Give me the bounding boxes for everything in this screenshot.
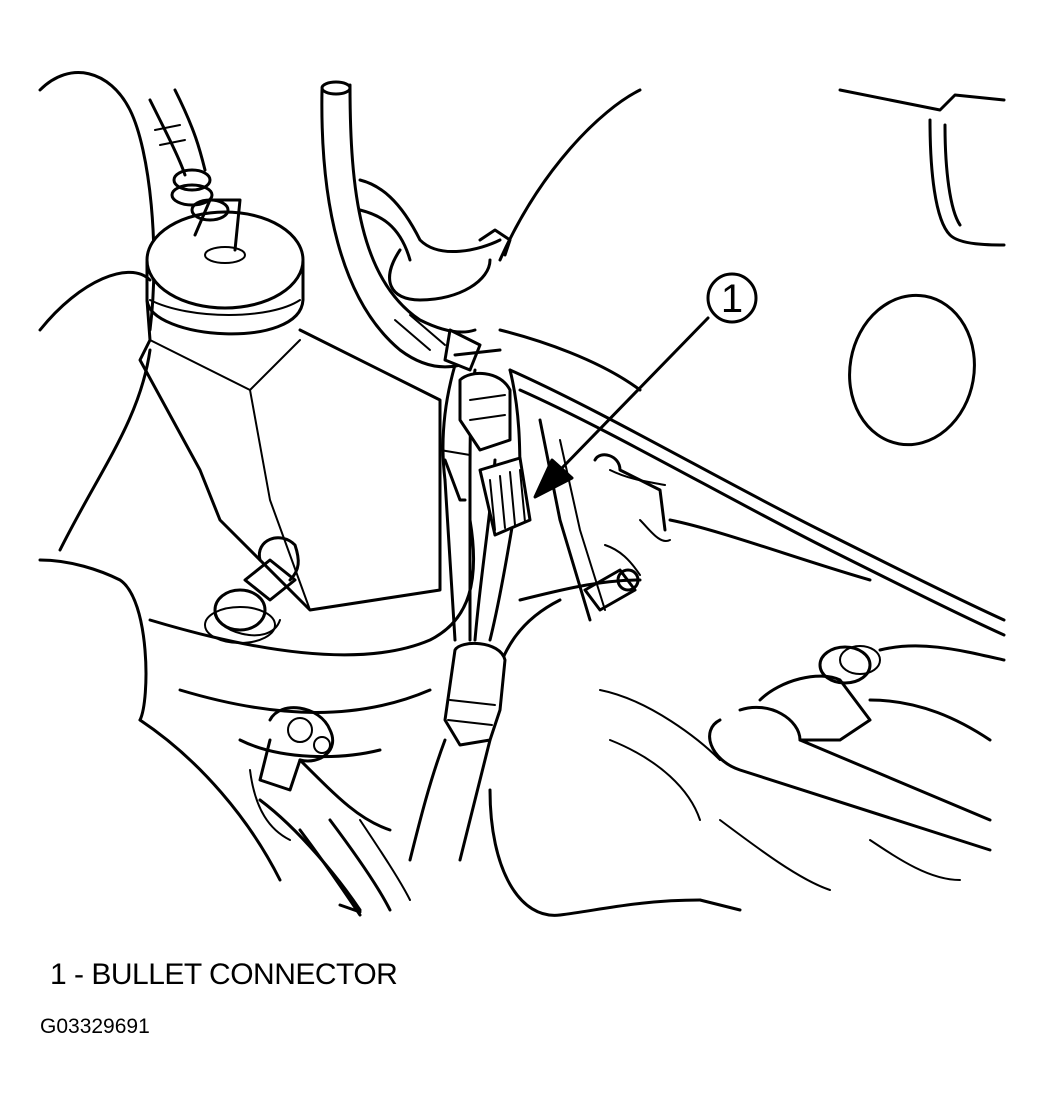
upper-hose bbox=[320, 80, 477, 369]
callout-circle bbox=[706, 272, 758, 324]
legend-item-number: 1 bbox=[50, 958, 67, 991]
callout-1: 1 bbox=[533, 272, 758, 499]
right-hose-fitting bbox=[599, 644, 1006, 891]
figure-id: G03329691 bbox=[40, 1015, 150, 1038]
wiring-harness bbox=[408, 363, 532, 862]
wiring-loom-clip bbox=[358, 178, 512, 372]
callout-leader-line bbox=[558, 316, 710, 472]
legend-item-separator: - bbox=[66, 958, 92, 991]
legend: 1 - BULLET CONNECTOR bbox=[50, 958, 398, 992]
engine-bay-illustration: 1 bbox=[38, 71, 1006, 917]
vent-hose bbox=[148, 88, 207, 177]
callout-arrowhead bbox=[533, 458, 574, 499]
mount-bracket bbox=[538, 418, 671, 622]
right-panel bbox=[508, 88, 1006, 637]
left-body-panel bbox=[38, 71, 282, 882]
callout-number: 1 bbox=[721, 277, 743, 321]
reservoir bbox=[138, 168, 442, 612]
legend-item-label: BULLET CONNECTOR bbox=[91, 958, 398, 991]
lower-sensor bbox=[249, 706, 335, 841]
lower-pipes bbox=[298, 818, 411, 917]
frame-rail bbox=[148, 518, 476, 912]
